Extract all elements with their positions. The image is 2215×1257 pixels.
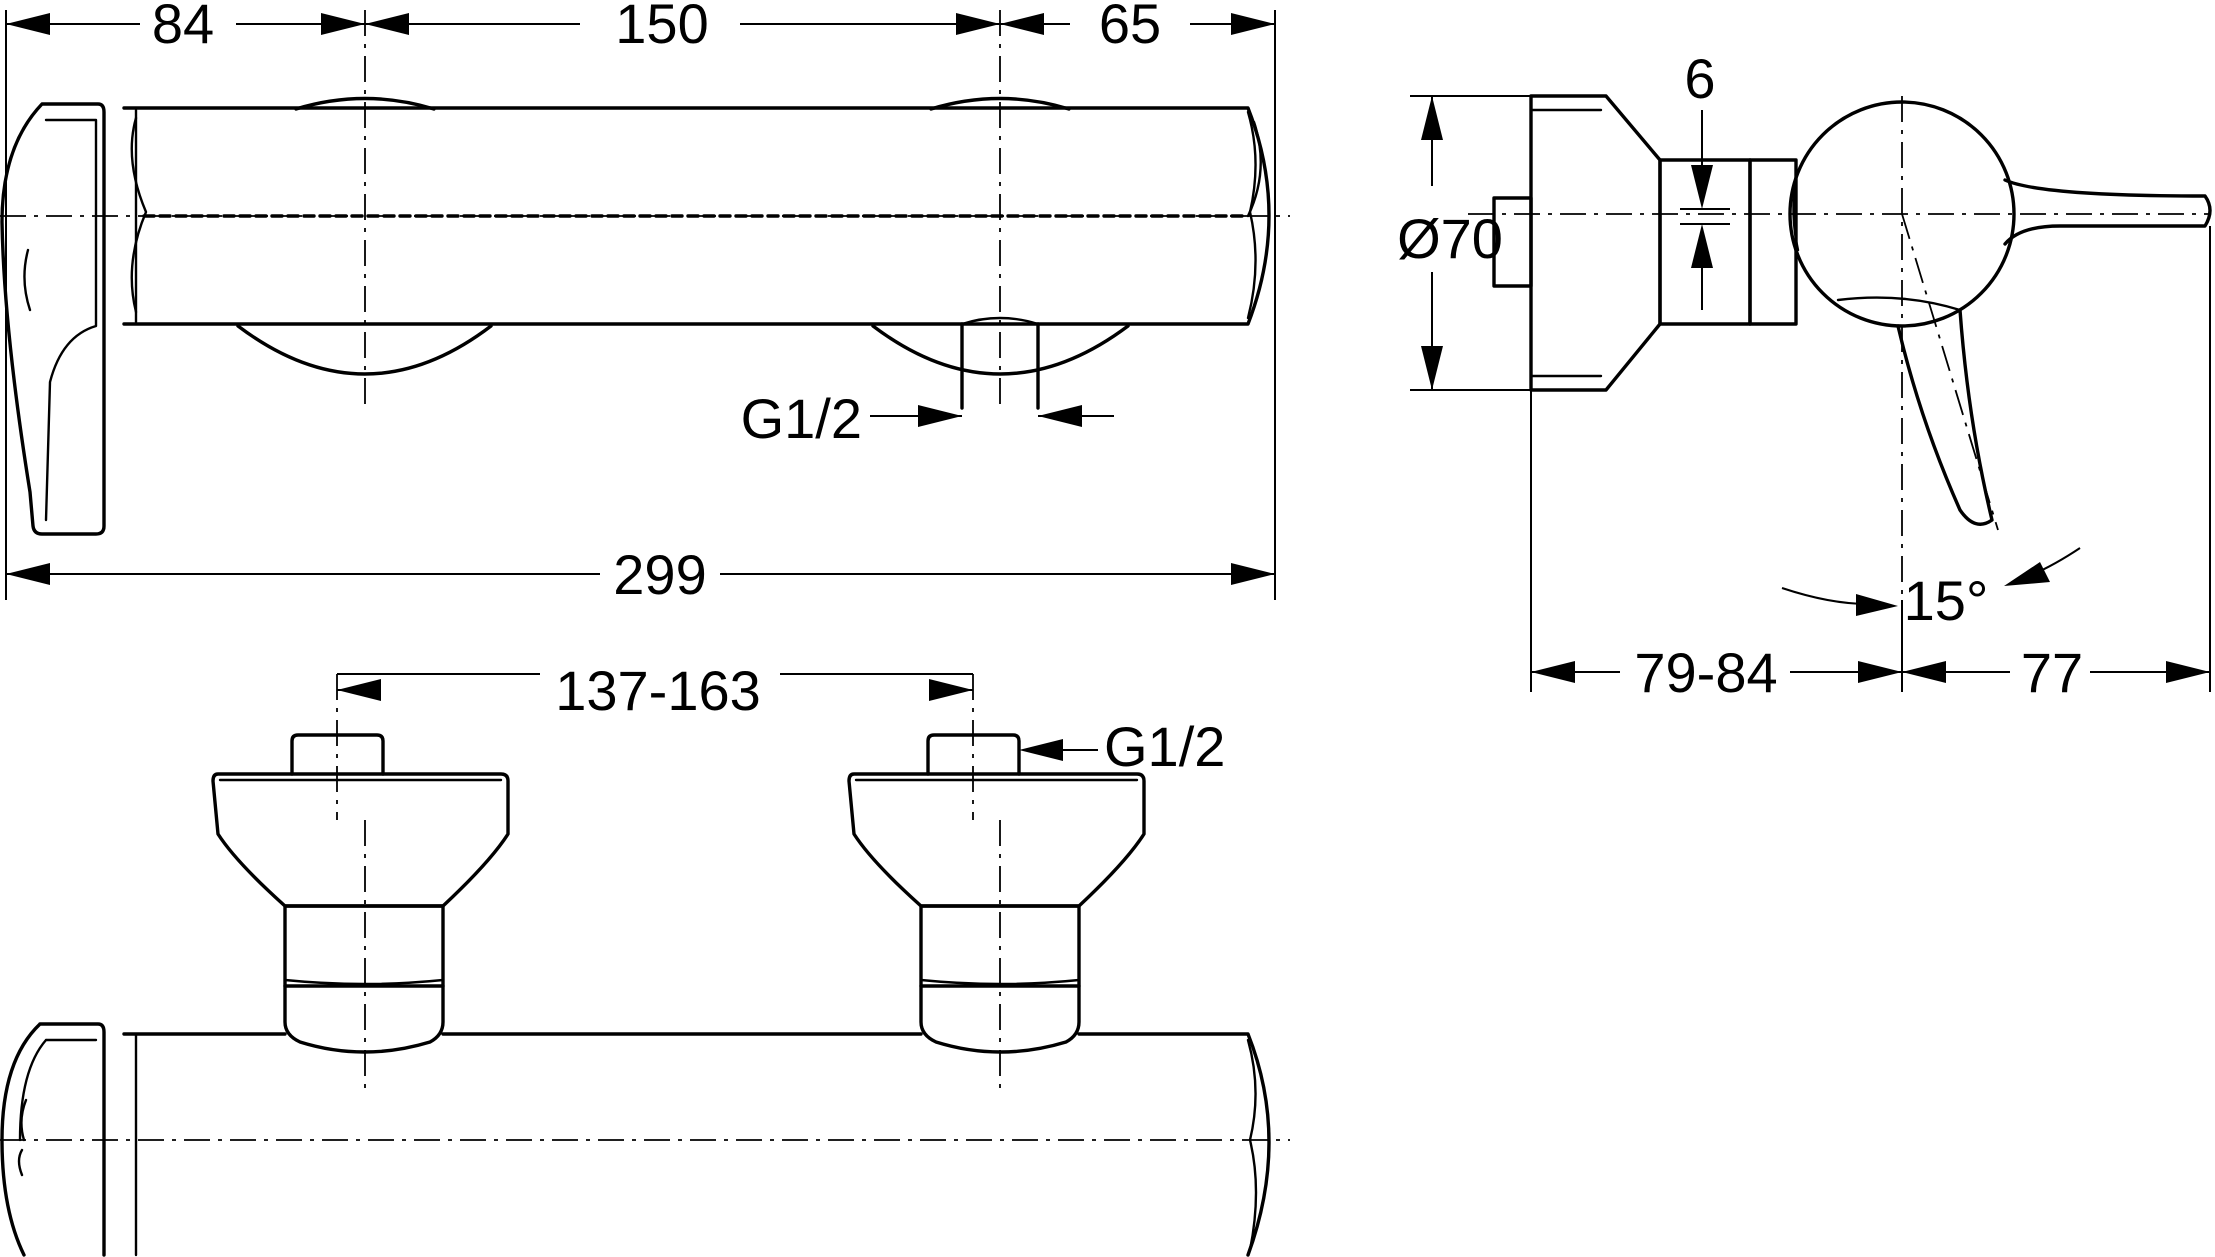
upper-left-rosette <box>294 96 436 111</box>
handle-projection-label: 77 <box>2021 641 2083 704</box>
diameter-label: Ø70 <box>1397 207 1503 270</box>
angle-label: 15° <box>1904 569 1989 632</box>
top-view <box>0 673 1290 1257</box>
left-connector <box>283 984 445 1054</box>
wall-projection-label: 79-84 <box>1634 641 1777 704</box>
side-inlet-stub <box>1492 196 1533 288</box>
lower-left-rosette <box>236 324 493 376</box>
side-view <box>1410 94 2212 692</box>
dim-65-label: 65 <box>1099 0 1161 55</box>
dim-84-label: 84 <box>152 0 214 55</box>
upper-right-rosette <box>929 96 1071 111</box>
front-view <box>0 10 1290 600</box>
dim-150-label: 150 <box>615 0 708 55</box>
lever-rotated <box>1896 308 1994 526</box>
top-view-body <box>122 1032 1271 1257</box>
front-lever-cap <box>0 102 106 536</box>
dim-299-label: 299 <box>613 543 706 606</box>
lower-right-rosette <box>871 324 1130 376</box>
wall-rosette <box>1529 94 1662 392</box>
lever-horizontal <box>2003 178 2212 246</box>
inlet-spacing-label: 137-163 <box>555 659 761 722</box>
gap-label: 6 <box>1684 47 1715 110</box>
inlet-thread-label: G1/2 <box>1104 715 1225 778</box>
right-eccentric-cover <box>847 772 1146 908</box>
left-eccentric-cover <box>211 772 510 908</box>
outlet-nipple <box>960 322 1040 410</box>
outlet-thread-label: G1/2 <box>741 387 862 450</box>
